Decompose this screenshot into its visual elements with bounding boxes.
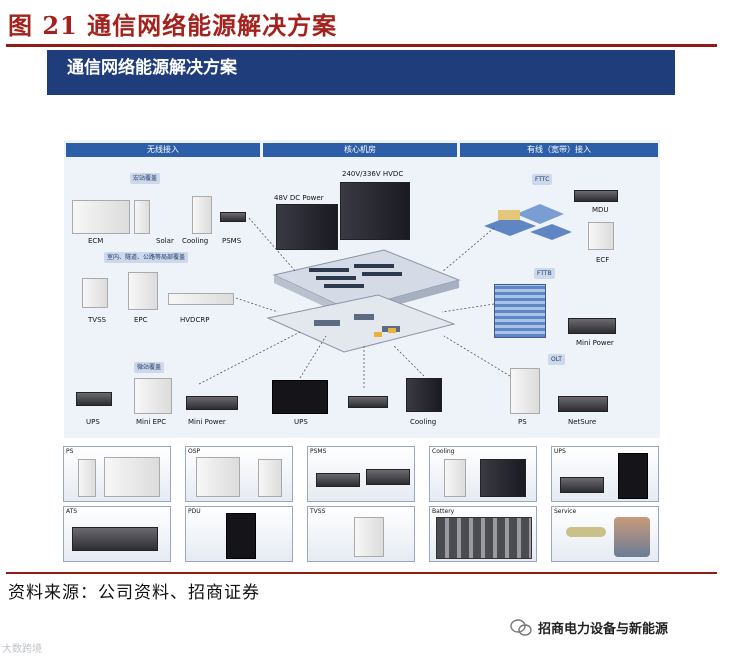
subtag-olt: OLT	[548, 354, 565, 365]
card-service-people-image	[614, 517, 650, 557]
subtag-micro: 微站覆盖	[134, 362, 165, 373]
fttc-buildings-image	[484, 204, 572, 240]
card-osp-image	[196, 457, 240, 497]
card-label: OSP	[188, 448, 201, 455]
card-battery-image	[436, 517, 532, 559]
label-ecf: ECF	[596, 256, 610, 264]
mini-power-wired-image	[568, 318, 616, 334]
card-tvss: TVSS	[307, 506, 415, 562]
card-label: Service	[554, 508, 577, 515]
solar-cabinet-image	[134, 200, 150, 234]
diagram-panel: 无线接入 核心机房 有线（宽带）接入 宏站覆盖 ECM Solar Coolin…	[64, 140, 660, 438]
wechat-account-name: 招商电力设备与新能源	[538, 622, 669, 637]
card-label: ATS	[66, 508, 78, 515]
label-solar: Solar	[156, 237, 174, 245]
card-label: PSMS	[310, 448, 327, 455]
card-cooling-unit	[480, 459, 526, 497]
subtag-indoor: 室内、隧道、公路等局部覆盖	[104, 252, 189, 263]
card-tvss-image	[354, 517, 384, 557]
mini-epc-image	[134, 378, 172, 414]
card-ups-tower	[618, 453, 648, 499]
card-psms-image	[316, 473, 360, 487]
cooling-unit-image	[192, 196, 212, 234]
label-hvdcrp: HVDCRP	[180, 316, 210, 324]
section-core: 核心机房	[263, 143, 457, 157]
watermark-text: 大数跨境	[2, 644, 42, 655]
section-wireless: 无线接入	[66, 143, 260, 157]
label-epc: EPC	[134, 316, 148, 324]
card-label: PDU	[188, 508, 201, 515]
ecm-cabinet-image	[72, 200, 130, 234]
label-cooling-b: Cooling	[410, 418, 437, 426]
card-service-key-image	[566, 527, 606, 537]
netsure-unit-image	[558, 396, 608, 412]
card-ps-cabinets	[104, 457, 160, 497]
connector-lines	[198, 217, 511, 388]
figure-title: 图 21 通信网络能源解决方案	[8, 11, 338, 40]
card-ps: PS	[63, 446, 171, 502]
tvss-unit-image	[82, 278, 108, 308]
product-cards: PS OSP PSMS Cooling UPS ATS PDU TVSS Bat…	[63, 446, 663, 564]
label-48v-dc: 48V DC Power	[274, 194, 324, 202]
epc-cabinet-image	[128, 272, 158, 310]
label-mini-epc: Mini EPC	[136, 418, 167, 426]
card-label: PS	[66, 448, 74, 455]
card-ats: ATS	[63, 506, 171, 562]
subtag-fttb: FTTB	[534, 268, 555, 279]
title-rule	[6, 44, 717, 47]
source-rule	[6, 572, 717, 574]
precision-cooling-image	[406, 378, 442, 412]
card-cooling-image	[444, 459, 466, 497]
ps-cabinet-image	[510, 368, 540, 414]
card-pdu-image	[226, 513, 256, 559]
label-tvss: TVSS	[88, 316, 106, 324]
card-psms-controller	[366, 469, 410, 485]
card-psms: PSMS	[307, 446, 415, 502]
card-service: Service	[551, 506, 659, 562]
fttb-building-image	[494, 284, 546, 338]
label-mini-power-a: Mini Power	[188, 418, 226, 426]
mdu-unit-image	[574, 190, 618, 202]
card-ups: UPS	[551, 446, 659, 502]
card-pdu: PDU	[185, 506, 293, 562]
card-label: Battery	[432, 508, 455, 515]
label-ups-a: UPS	[86, 418, 100, 426]
card-osp-cabinet	[258, 459, 282, 497]
label-ecm: ECM	[88, 237, 104, 245]
hvdc-cabinets-image	[340, 182, 410, 240]
card-label: UPS	[554, 448, 566, 455]
dc-power-cabinets-image	[276, 204, 338, 250]
card-cooling: Cooling	[429, 446, 537, 502]
card-ups-image	[560, 477, 604, 493]
card-battery: Battery	[429, 506, 537, 562]
label-psms-a: PSMS	[222, 237, 242, 245]
subtag-macro: 宏站覆盖	[130, 173, 161, 184]
psms-unit-image	[220, 212, 246, 222]
wechat-attribution: 招商电力设备与新能源	[510, 618, 668, 637]
card-osp: OSP	[185, 446, 293, 502]
wechat-icon	[510, 618, 532, 636]
diagram-banner: 通信网络能源解决方案	[47, 50, 675, 95]
ecf-cabinet-image	[588, 222, 614, 250]
label-ps: PS	[518, 418, 527, 426]
label-netsure: NetSure	[568, 418, 597, 426]
label-mini-power-b: Mini Power	[576, 339, 614, 347]
section-wired: 有线（宽带）接入	[460, 143, 658, 157]
ups-cabinets-image	[272, 380, 328, 414]
label-mdu: MDU	[592, 206, 609, 214]
psms-monitor-image	[348, 396, 388, 408]
subtag-fttc: FTTC	[532, 174, 553, 185]
mini-power-image	[186, 396, 238, 410]
hvdcrp-rack-image	[168, 293, 234, 305]
source-note: 资料来源：公司资料、招商证券	[8, 583, 260, 603]
card-label: TVSS	[310, 508, 326, 515]
card-label: Cooling	[432, 448, 455, 455]
card-ps-image	[78, 459, 96, 497]
label-hvdc: 240V/336V HVDC	[342, 170, 404, 178]
datacenter-floorplan-image	[266, 249, 461, 353]
label-ups-b: UPS	[294, 418, 308, 426]
label-cooling-a: Cooling	[182, 237, 209, 245]
ups-unit-image	[76, 392, 112, 406]
card-ats-image	[72, 527, 158, 551]
